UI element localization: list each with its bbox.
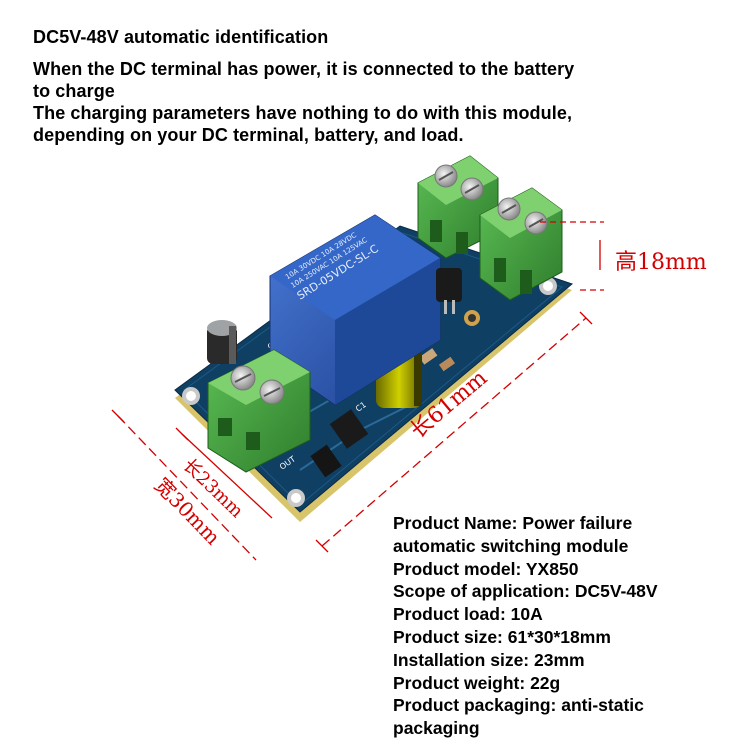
terminal-block-input bbox=[207, 349, 311, 473]
spec-scope: Scope of application: DC5V-48V bbox=[393, 581, 658, 602]
transistor bbox=[436, 268, 462, 314]
height-dimension: 高18mm bbox=[615, 250, 707, 275]
relay: SRD-05VDC-SL-C 10A 250VAC 10A 125VAC 10A… bbox=[269, 214, 441, 406]
spec-name: Product Name: Power failure bbox=[393, 513, 633, 533]
spec-weight: Product weight: 22g bbox=[393, 672, 561, 693]
mounting-holes bbox=[182, 277, 557, 507]
description-line: The charging parameters have nothing to … bbox=[33, 103, 573, 123]
terminal-block-output bbox=[479, 187, 563, 301]
spec-load: Product load: 10A bbox=[393, 604, 543, 625]
dimension-lines bbox=[111, 221, 604, 561]
spec-model: Product model: YX850 bbox=[393, 558, 579, 579]
description: When the DC terminal has power, it is co… bbox=[33, 58, 733, 146]
spec-size: Product size: 61*30*18mm bbox=[393, 626, 611, 647]
description-line: depending on your DC terminal, battery, … bbox=[33, 125, 464, 145]
description-line: When the DC terminal has power, it is co… bbox=[33, 59, 575, 79]
spec-packaging: Product packaging: anti-static bbox=[393, 695, 644, 716]
spec-name-cont: automatic switching module bbox=[393, 535, 629, 556]
spec-install: Installation size: 23mm bbox=[393, 649, 585, 670]
page-title: DC5V-48V automatic identification bbox=[33, 27, 329, 47]
small-capacitor bbox=[207, 320, 237, 364]
product-specs: Product Name: Power failure automatic sw… bbox=[393, 512, 733, 740]
terminal-block-battery bbox=[417, 155, 499, 259]
description-line: to charge bbox=[33, 81, 115, 101]
spec-packaging-cont: packaging bbox=[393, 718, 480, 739]
